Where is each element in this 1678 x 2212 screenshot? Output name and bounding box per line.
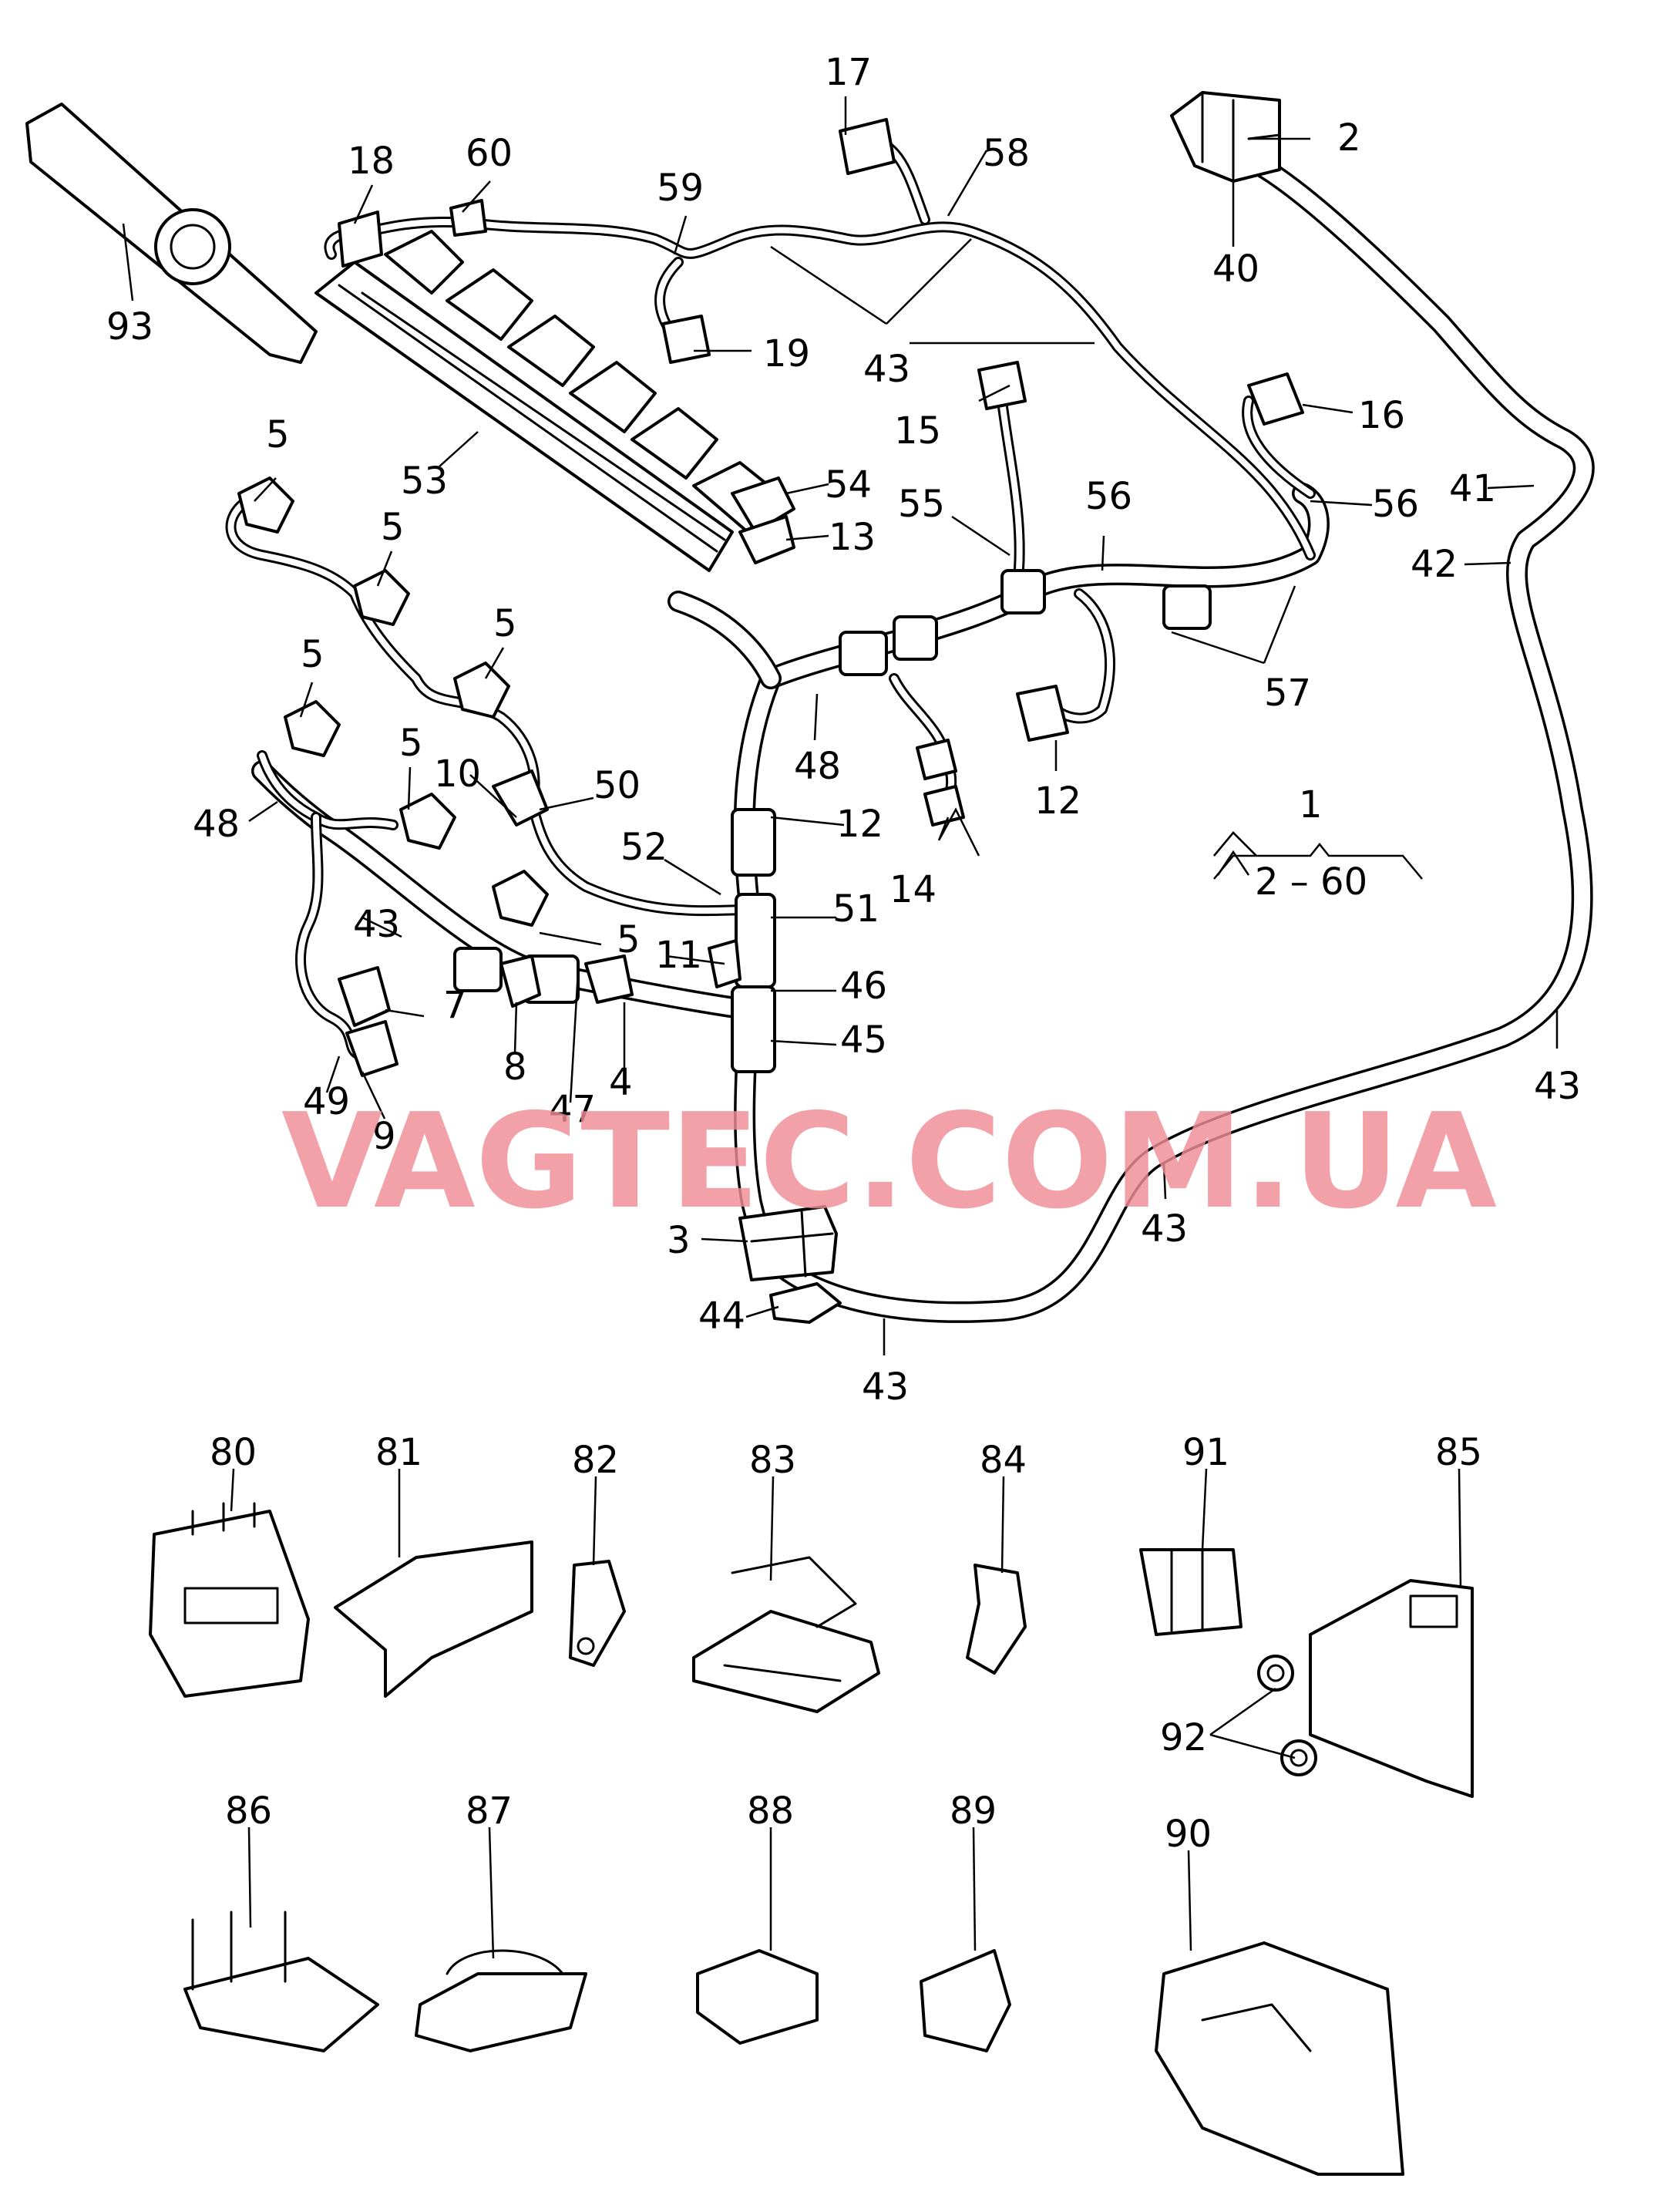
callout-54: 54 (825, 463, 872, 507)
callout-50: 50 (594, 764, 641, 807)
callout-2: 2 (1337, 116, 1361, 160)
callout-5-a: 5 (266, 413, 290, 456)
callout-56-a: 56 (1085, 475, 1132, 518)
callout-86: 86 (225, 1789, 272, 1833)
part-82 (569, 1560, 626, 1667)
callout-10: 10 (434, 752, 481, 796)
callout-16: 16 (1358, 394, 1405, 437)
callout-87: 87 (466, 1789, 513, 1833)
callout-90: 90 (1165, 1813, 1212, 1856)
callout-12-b: 12 (836, 803, 883, 846)
callout-17: 17 (825, 51, 872, 94)
callout-43-top: 43 (863, 348, 910, 391)
sensor-connectors (237, 476, 549, 927)
callout-49: 49 (303, 1080, 350, 1123)
callout-58: 58 (983, 132, 1030, 175)
callout-8: 8 (503, 1045, 527, 1089)
callout-84: 84 (980, 1439, 1027, 1482)
callout-43-right: 43 (1534, 1065, 1581, 1108)
callout-43-mid: 43 (1141, 1207, 1188, 1251)
callout-42: 42 (1411, 543, 1458, 586)
range-bracket (1213, 842, 1423, 880)
part-91 (1139, 1548, 1243, 1636)
callout-5-f: 5 (617, 918, 641, 961)
callout-3: 3 (667, 1219, 691, 1262)
part-84 (966, 1564, 1027, 1675)
callout-48-b: 48 (193, 803, 240, 846)
callout-85: 85 (1435, 1431, 1482, 1474)
watermark: VAGTEC.COM.UA (281, 1086, 1497, 1238)
callout-9: 9 (372, 1115, 396, 1158)
callout-5-e: 5 (399, 722, 423, 765)
callout-91: 91 (1182, 1431, 1229, 1474)
callout-81: 81 (375, 1431, 422, 1474)
callout-80: 80 (210, 1431, 257, 1474)
callout-14: 14 (889, 868, 937, 911)
callout-1: 1 (1299, 783, 1323, 827)
callout-92: 92 (1160, 1716, 1207, 1759)
callout-56-b: 56 (1372, 483, 1419, 526)
callout-11: 11 (655, 934, 702, 977)
callout-5-d: 5 (301, 633, 325, 676)
callout-55: 55 (898, 483, 945, 526)
part-83 (692, 1556, 880, 1713)
callout-43-left: 43 (353, 903, 400, 946)
part-85 (1309, 1579, 1474, 1798)
callout-4: 4 (609, 1061, 633, 1104)
callout-7: 7 (443, 984, 467, 1027)
callout-43-bottom: 43 (862, 1365, 909, 1409)
part-92-nuts (1257, 1655, 1317, 1776)
callout-5-c: 5 (493, 602, 517, 645)
callout-82: 82 (572, 1439, 619, 1482)
callout-51: 51 (832, 887, 879, 931)
callout-88: 88 (747, 1789, 794, 1833)
callout-15: 15 (894, 409, 941, 453)
callout-45: 45 (840, 1018, 887, 1062)
callout-46: 46 (840, 965, 887, 1008)
callout-40: 40 (1212, 247, 1259, 291)
part-81 (334, 1540, 533, 1698)
callouts: 17 2 60 18 59 58 93 40 19 43 15 16 5 53 … (106, 51, 1581, 1856)
callout-47: 47 (549, 1088, 596, 1131)
callout-range-2-60: 2 – 60 (1255, 860, 1367, 904)
callout-53: 53 (401, 460, 448, 503)
callout-19: 19 (763, 332, 810, 375)
callout-52: 52 (620, 826, 668, 869)
callout-93: 93 (106, 305, 153, 348)
part-89 (920, 1949, 1011, 2052)
callout-18: 18 (348, 140, 395, 183)
part-88 (696, 1949, 819, 2045)
part-86 (183, 1911, 379, 2052)
engine-wiring-harness (25, 91, 1595, 1324)
leader-lines (122, 96, 1559, 1959)
callout-13: 13 (829, 516, 876, 559)
callout-44: 44 (698, 1295, 745, 1338)
callout-59: 59 (657, 167, 704, 210)
callout-89: 89 (950, 1789, 997, 1833)
callout-57: 57 (1264, 672, 1311, 715)
callout-60: 60 (466, 132, 513, 175)
part-90 (1155, 1941, 1404, 2176)
callout-41: 41 (1449, 467, 1496, 510)
callout-83: 83 (749, 1439, 796, 1482)
part-87 (415, 1949, 587, 2052)
callout-48-a: 48 (794, 745, 841, 788)
callout-12-a: 12 (1034, 779, 1081, 823)
part-80 (149, 1502, 310, 1698)
callout-5-b: 5 (381, 506, 405, 549)
